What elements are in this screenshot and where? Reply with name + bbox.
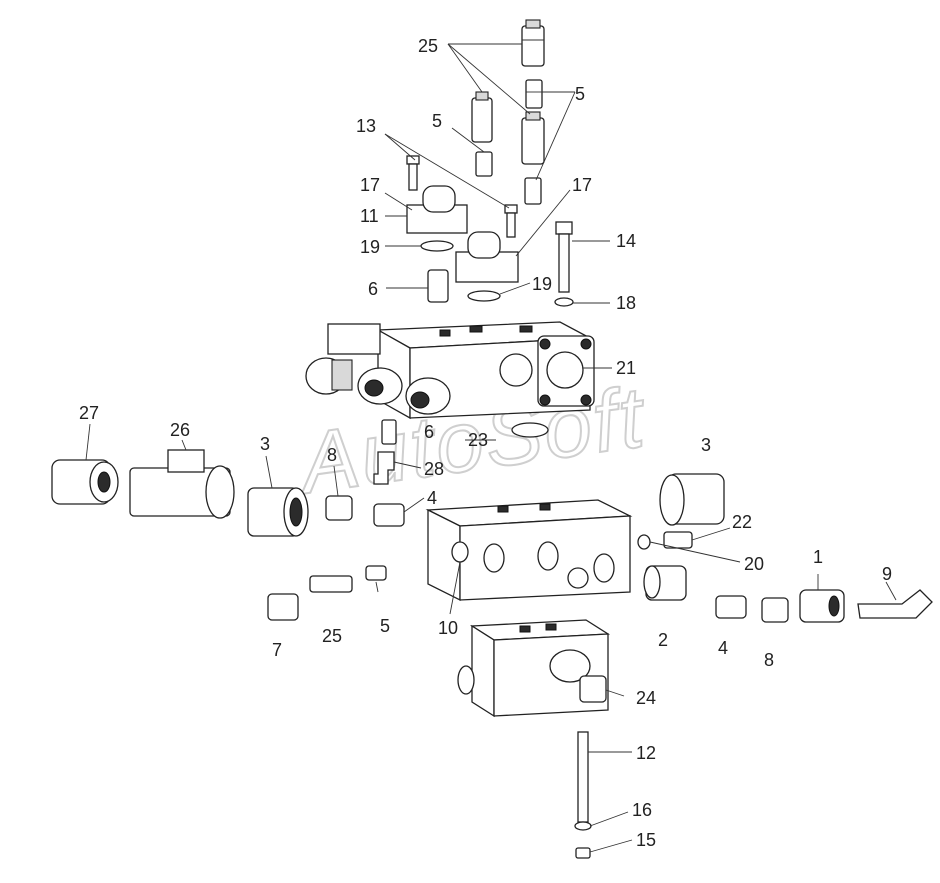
callout-19-right: 19 (532, 274, 552, 294)
callout-20: 20 (744, 554, 764, 574)
stud-12 (577, 731, 589, 823)
callout-7: 7 (272, 640, 282, 660)
cartridge-25-lower (309, 575, 353, 593)
callout-19-left: 19 (360, 237, 380, 257)
callout-18: 18 (616, 293, 636, 313)
plug-7 (267, 593, 299, 621)
oring-19-right (467, 290, 501, 302)
callout-6-lower: 6 (424, 422, 434, 442)
callout-16: 16 (632, 800, 652, 820)
callout-4-right: 4 (718, 638, 728, 658)
fitting-block-2 (405, 377, 451, 415)
bolt-13-left (406, 155, 420, 191)
callout-26: 26 (170, 420, 190, 440)
callout-27: 27 (79, 403, 99, 423)
callout-25-top: 25 (418, 36, 438, 56)
callout-5-lower: 5 (380, 616, 390, 636)
washer-16 (574, 821, 592, 831)
callout-2: 2 (658, 630, 668, 650)
nut-15 (575, 847, 591, 859)
callout-10: 10 (438, 618, 458, 638)
cartridge-25-right (521, 111, 545, 165)
flange-11 (406, 185, 468, 234)
adapter-2 (643, 565, 687, 601)
oring-19-left (420, 240, 454, 252)
fitting-5-left (475, 151, 493, 177)
callout-12: 12 (636, 743, 656, 763)
callout-28: 28 (424, 459, 444, 479)
callout-6-upper: 6 (368, 279, 378, 299)
callout-17-right: 17 (572, 175, 592, 195)
callout-15: 15 (636, 830, 656, 850)
callout-3-left: 3 (260, 434, 270, 454)
callout-14: 14 (616, 231, 636, 251)
elbow-28 (373, 451, 395, 485)
callout-13: 13 (356, 116, 376, 136)
adapter-1 (799, 589, 845, 623)
fitting-5-right (524, 177, 542, 205)
callout-5-top-right: 5 (575, 84, 585, 104)
cartridge-25-left (471, 91, 493, 143)
fitting-5-lower (365, 565, 387, 581)
oring-mid (567, 567, 589, 589)
callout-24: 24 (636, 688, 656, 708)
adapter-3-right (659, 473, 725, 526)
fitting-4-right (715, 595, 747, 619)
cartridge-25-top (521, 19, 545, 67)
washer-18 (554, 297, 574, 307)
callout-8-left: 8 (327, 445, 337, 465)
oring-10 (451, 541, 469, 563)
callout-21: 21 (616, 358, 636, 378)
callout-9: 9 (882, 564, 892, 584)
plug-24 (549, 649, 607, 703)
callout-3-right: 3 (701, 435, 711, 455)
nut-8-left (325, 495, 353, 521)
oring-23 (511, 422, 549, 438)
callout-17-left: 17 (360, 175, 380, 195)
fitting-6-lower (381, 419, 397, 445)
washer-20 (637, 534, 651, 550)
callout-23: 23 (468, 430, 488, 450)
adapter-3-left (247, 487, 309, 537)
callout-11: 11 (360, 206, 379, 226)
nut-8-right (761, 597, 789, 623)
callout-labels: 25 5 5 13 17 17 11 14 19 19 6 18 21 27 2… (79, 36, 892, 850)
callout-5-left: 5 (432, 111, 442, 131)
callout-4-left: 4 (427, 488, 437, 508)
callout-1: 1 (813, 547, 823, 567)
elbow-9 (857, 589, 933, 619)
bolt-14 (555, 221, 573, 293)
leader-lines (85, 43, 897, 853)
callout-25-lower: 25 (322, 626, 342, 646)
flange-17 (455, 231, 519, 283)
nut-27 (51, 459, 119, 505)
tee-26 (129, 449, 235, 519)
fitting-5-top-right (525, 79, 543, 109)
fitting-block-1 (357, 367, 403, 405)
bolt-13-mid (504, 204, 518, 238)
solenoid-left (305, 323, 381, 395)
fitting-4-left (373, 503, 405, 527)
fitting-6-upper (427, 269, 449, 303)
callout-22: 22 (732, 512, 752, 532)
callout-8-right: 8 (764, 650, 774, 670)
cover-plate-21 (537, 335, 595, 407)
